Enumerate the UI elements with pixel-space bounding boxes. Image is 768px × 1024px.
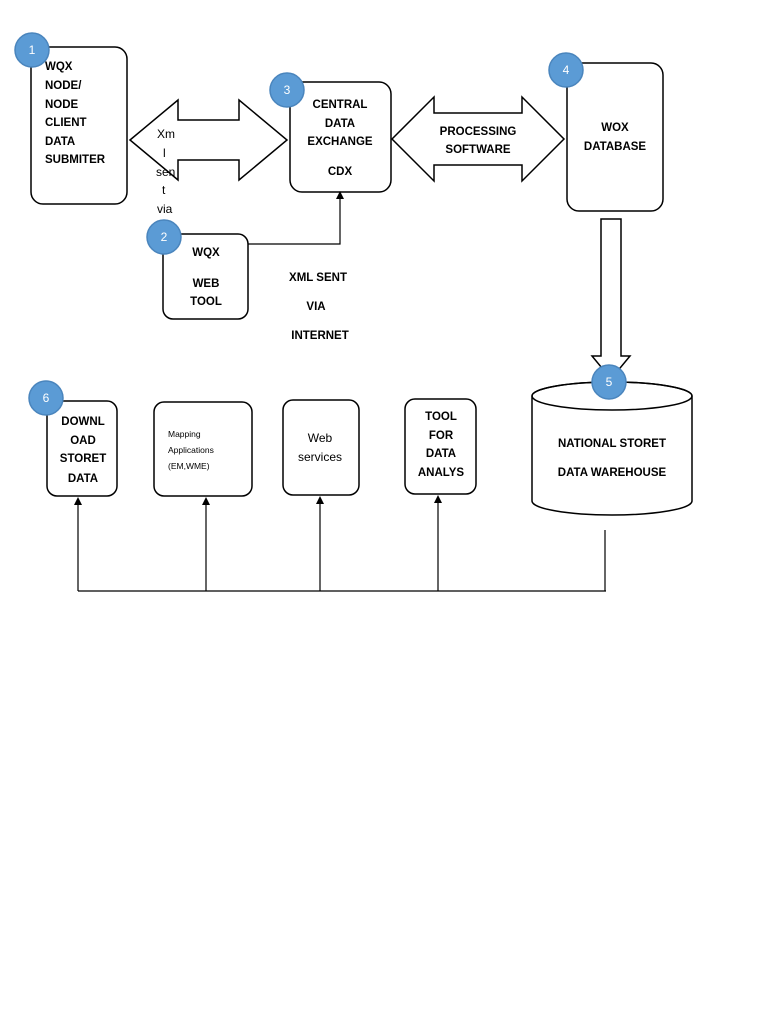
submitter-line-5: DATA (45, 136, 75, 148)
webtool-line-3: TOOL (190, 296, 222, 308)
badge-5: 5 (591, 364, 627, 400)
warehouse-line-1: NATIONAL STORET (558, 438, 666, 450)
analysis-line-3: DATA (426, 448, 456, 460)
download-box (46, 400, 118, 497)
mapping-box (153, 401, 253, 497)
mapping-arrowhead (202, 497, 210, 505)
download-line-3: STORET (60, 453, 106, 465)
submitter-box (30, 46, 128, 205)
submitter-line-6: SUBMITER (45, 154, 106, 166)
cdx-line-3: EXCHANGE (307, 136, 373, 148)
processing-label-2: SOFTWARE (445, 144, 510, 156)
analysis-box (404, 398, 477, 495)
warehouse-line-2: DATA WAREHOUSE (558, 467, 667, 479)
database-line-2: DATABASE (584, 141, 647, 153)
mapping-line-2: Applications (168, 445, 214, 455)
webservices-line-2: services (298, 450, 342, 464)
webtool-to-cdx-arrowhead (336, 191, 344, 199)
xml-note-line-1: XML SENT (289, 272, 347, 284)
badge-3: 3 (269, 72, 305, 108)
analysis-line-4: ANALYS (418, 467, 465, 479)
webservices-box (282, 399, 360, 496)
badge-1: 1 (14, 32, 50, 68)
submitter-line-4: CLIENT (45, 117, 87, 129)
down-arrow (590, 218, 632, 381)
badge-2-label: 2 (161, 230, 168, 244)
submitter-line-3: NODE (45, 99, 79, 111)
badge-2: 2 (146, 219, 182, 255)
processing-label-1: PROCESSING (440, 126, 517, 138)
xml-note-line-3: INTERNET (291, 330, 349, 342)
badge-6-label: 6 (43, 391, 50, 405)
left-arrow-label-3: sen (156, 165, 175, 179)
download-arrowhead (74, 497, 82, 505)
download-line-2: OAD (70, 435, 96, 447)
xml-note-line-2: VIA (306, 301, 325, 313)
download-line-4: DATA (68, 473, 98, 485)
mapping-line-3: (EM,WME) (168, 461, 210, 471)
mapping-line-1: Mapping (168, 429, 201, 439)
database-line-1: WOX (601, 122, 629, 134)
badge-4-label: 4 (563, 63, 570, 77)
cdx-line-1: CENTRAL (313, 99, 368, 111)
webservices-line-1: Web (308, 431, 333, 445)
submitter-line-2: NODE/ (45, 80, 82, 92)
submitter-line-1: WQX (45, 61, 73, 73)
left-arrow-label-2: l (163, 146, 166, 160)
badge-5-label: 5 (606, 375, 613, 389)
webtool-line-1: WQX (192, 247, 220, 259)
left-double-arrow (128, 98, 289, 182)
cdx-line-4: CDX (328, 166, 353, 178)
download-line-1: DOWNL (61, 416, 104, 428)
badge-3-label: 3 (284, 83, 291, 97)
webtool-box (162, 233, 249, 320)
processing-double-arrow (390, 95, 566, 183)
analysis-arrowhead (434, 495, 442, 503)
badge-4: 4 (548, 52, 584, 88)
badge-6: 6 (28, 380, 64, 416)
left-arrow-label-5: via (157, 202, 173, 216)
left-arrow-label-1: Xm (157, 127, 175, 141)
cdx-line-2: DATA (325, 118, 355, 130)
webservices-arrowhead (316, 496, 324, 504)
badge-1-label: 1 (29, 43, 36, 57)
database-box (566, 62, 664, 212)
analysis-line-2: FOR (429, 430, 454, 442)
analysis-line-1: TOOL (425, 411, 457, 423)
webtool-line-2: WEB (193, 278, 220, 290)
webtool-to-cdx-connector (248, 196, 341, 245)
left-arrow-label-4: t (162, 183, 166, 197)
